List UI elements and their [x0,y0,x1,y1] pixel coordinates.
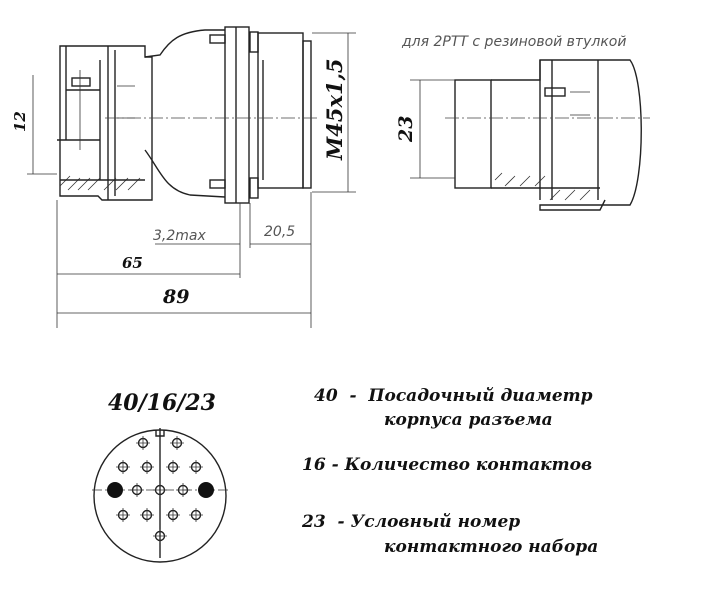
legend-sep: - [331,455,339,475]
legend-item-40-line2: корпуса разъема [384,410,553,430]
pin-crosshair [170,436,184,450]
pin-crosshair [140,460,154,474]
side-caption: для 2РТТ с резиновой втулкой [401,34,626,50]
legend-num: 23 [302,512,326,532]
legend-text: Количество контактов [344,455,593,475]
dim-65: 65 [122,254,143,272]
pin-crosshair [140,508,154,522]
pin-crosshair [166,460,180,474]
pin-crosshair [153,483,167,497]
legend-text: Посадочный диаметр [368,386,593,406]
dim-20-5: 20,5 [264,224,295,240]
legend-item-23: 23 - Условный номер [302,512,520,532]
dim-thread: M45x1,5 [322,58,347,161]
connector-main-view: 12 M45x1,5 3,2max 20,5 65 89 [11,26,356,328]
pin-crosshair [116,508,130,522]
connector-side-view: для 2РТТ с резиновой втулкой 23 [395,34,650,211]
pin-crosshair [130,483,144,497]
key-pin [107,482,123,498]
legend-item-40: 40 - Посадочный диаметр [314,386,593,406]
legend-sep: - [349,386,357,406]
legend-item-23-line2: контактного набора [384,537,599,557]
pin-layout: 40/16/23 [92,390,230,563]
legend-text: Условный номер [350,512,521,532]
legend-sep: - [337,512,345,532]
pin-crosshair [136,436,150,450]
dim-12: 12 [11,111,29,132]
pin-crosshair [176,483,190,497]
pin-crosshair [189,460,203,474]
legend-num: 16 [302,455,326,475]
pin-crosshair [189,508,203,522]
code-title: 40/16/23 [108,390,216,416]
pin-crosshair [153,529,167,543]
dim-3-2max: 3,2max [153,228,206,244]
pin-crosshair [166,508,180,522]
pin-crosshair [116,460,130,474]
dim-23: 23 [395,116,417,143]
key-pin [198,482,214,498]
legend-item-16: 16 - Количество контактов [302,455,592,475]
legend-num: 40 [314,386,338,406]
dim-89: 89 [162,286,189,308]
